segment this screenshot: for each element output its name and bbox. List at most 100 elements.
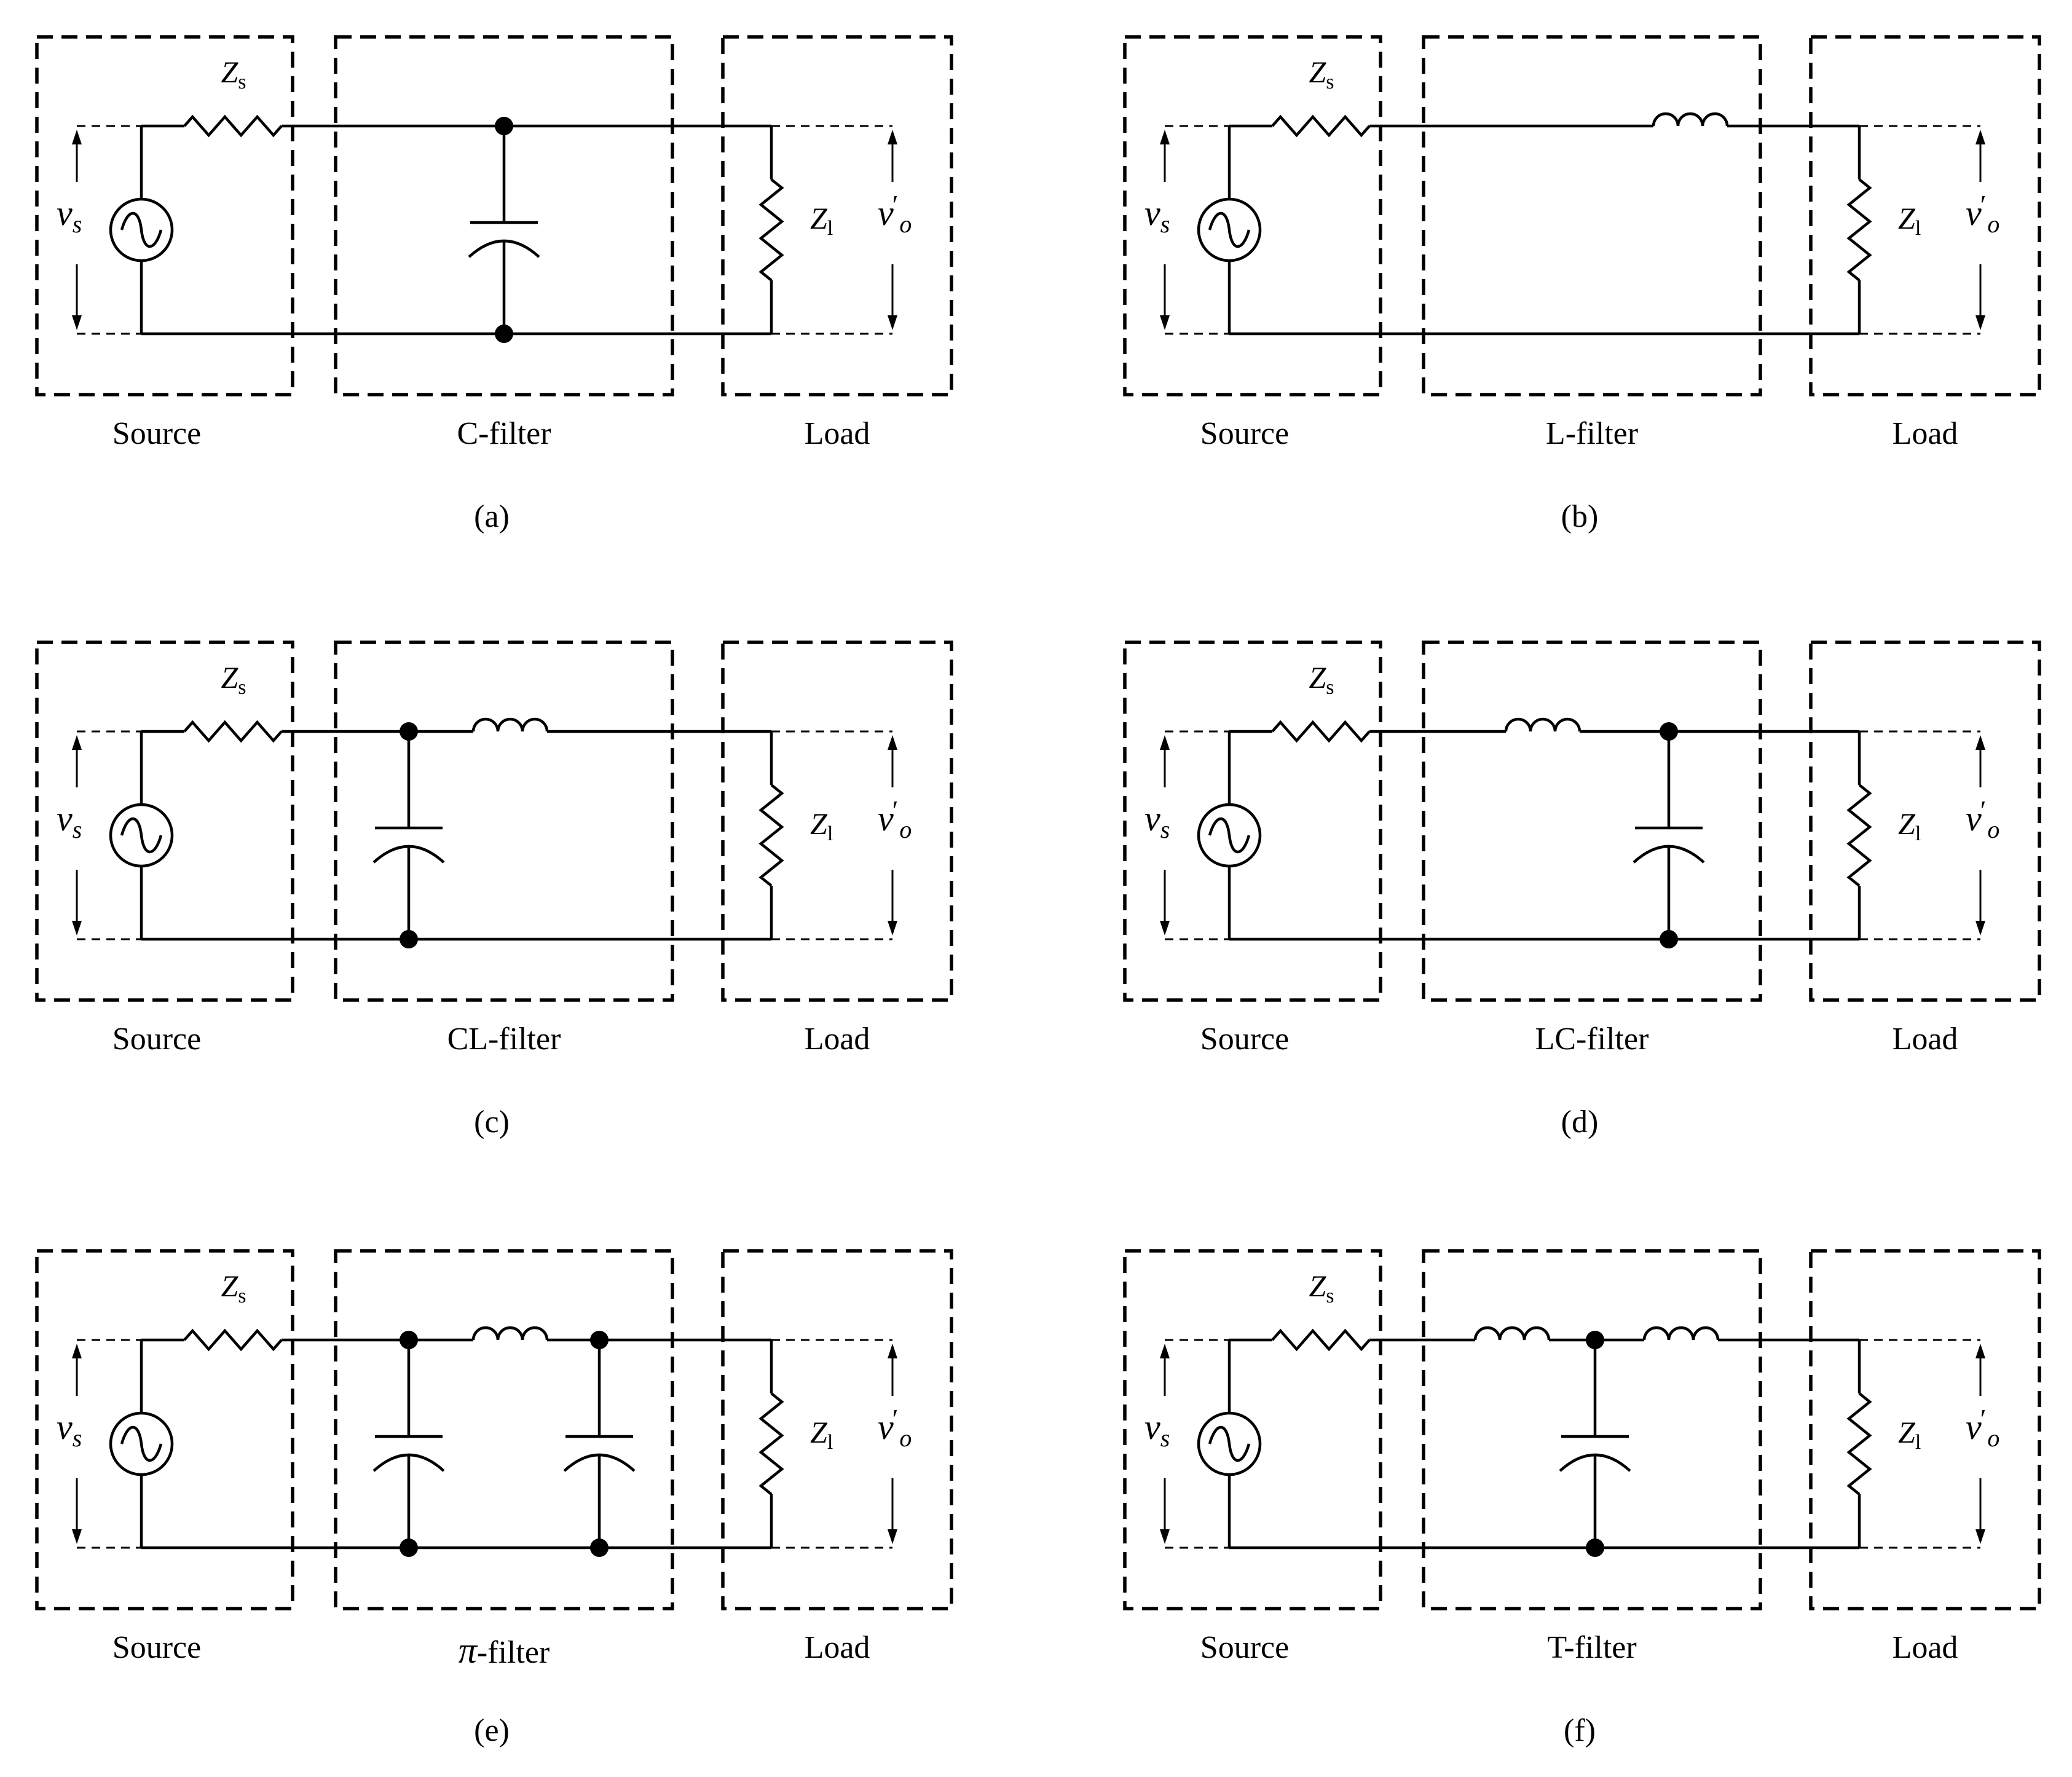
arrowhead-down-icon: [72, 921, 82, 936]
arrowhead-down-icon: [1160, 921, 1170, 936]
source-voltage-label: vs: [57, 1407, 82, 1451]
zs-subscript: s: [1326, 71, 1334, 93]
arrowhead-down-icon: [888, 921, 897, 936]
arrowhead-down-icon: [1160, 1529, 1170, 1544]
junction-dot: [1586, 1331, 1604, 1349]
source-section-label: Source: [112, 418, 201, 450]
source-section-box: [35, 640, 294, 1002]
source-voltage-label: vs: [57, 798, 82, 842]
source-voltage-label: vs: [1144, 193, 1170, 237]
vs-symbol: v: [57, 798, 73, 838]
arrowhead-down-icon: [888, 315, 897, 330]
source-voltage-label: vs: [57, 195, 82, 237]
junction-dot: [495, 325, 513, 343]
vo-symbol: v: [878, 798, 894, 838]
caption-text: (a): [474, 499, 510, 534]
output-voltage-label: v′o: [878, 192, 912, 237]
source-impedance-resistor: [183, 114, 283, 138]
filter-label-text: -filter: [476, 1635, 550, 1670]
panel-caption: (e): [474, 1715, 510, 1747]
sine-wave-icon: [120, 211, 163, 248]
filter-label-text: CL-filter: [447, 1022, 561, 1057]
source-impedance-resistor: [1271, 720, 1371, 743]
source-section-box: [35, 1249, 294, 1610]
zs-symbol: Z: [221, 55, 238, 89]
load-label-text: Load: [1892, 416, 1958, 451]
filter-label-text: C-filter: [457, 416, 551, 451]
arrowhead-up-icon: [1975, 735, 1985, 750]
load-section-box: [721, 640, 953, 1002]
source-label-text: Source: [1200, 1022, 1290, 1057]
sine-wave-icon: [1208, 1425, 1251, 1462]
arrowhead-down-icon: [1975, 921, 1985, 936]
vo-symbol: v: [878, 1407, 894, 1447]
filter-section-box: [334, 35, 674, 396]
load-resistor: [758, 784, 784, 887]
zl-symbol: Z: [1898, 1415, 1915, 1449]
junction-dot: [400, 722, 418, 741]
load-resistor: [1846, 178, 1872, 282]
vs-subscript: s: [1160, 816, 1170, 843]
vo-symbol: v: [1966, 798, 1982, 838]
zl-symbol: Z: [810, 201, 827, 235]
vo-symbol: v: [1966, 193, 1982, 233]
panel-caption: (f): [1564, 1715, 1596, 1747]
vo-prime: ′: [1980, 795, 1987, 825]
panel-caption: (a): [474, 501, 510, 533]
filter-section-label: T-filter: [1547, 1632, 1636, 1664]
load-label-text: Load: [804, 1022, 870, 1057]
arrowhead-down-icon: [1160, 315, 1170, 330]
arrowhead-down-icon: [1975, 315, 1985, 330]
source-section-box: [1123, 35, 1382, 396]
vs-symbol: v: [1144, 193, 1160, 233]
junction-dot: [495, 117, 513, 135]
output-voltage-label: v′o: [878, 797, 912, 842]
junction-dot: [590, 1331, 609, 1349]
filter-section-box: [1422, 35, 1762, 396]
zs-subscript: s: [1326, 1285, 1334, 1307]
arrowhead-up-icon: [888, 735, 897, 750]
zs-subscript: s: [238, 676, 246, 699]
vo-symbol: v: [1966, 1407, 1982, 1447]
filter-section-box: [334, 640, 674, 1002]
caption-text: (d): [1561, 1105, 1599, 1140]
arrowhead-down-icon: [888, 1529, 897, 1544]
caption-text: (b): [1561, 499, 1599, 534]
zl-symbol: Z: [1898, 201, 1915, 235]
zs-symbol: Z: [1309, 55, 1326, 89]
source-section-label: Source: [112, 1632, 201, 1664]
zs-subscript: s: [238, 71, 246, 93]
filter-section-label: L-filter: [1546, 418, 1638, 450]
zl-subscript: l: [827, 1431, 833, 1454]
arrowhead-up-icon: [72, 735, 82, 750]
source-label-text: Source: [112, 416, 202, 451]
filter-section-box: [1422, 640, 1762, 1002]
source-section-label: Source: [112, 1023, 201, 1055]
panel-caption: (c): [474, 1106, 510, 1138]
vo-prime: ′: [892, 190, 899, 220]
arrowhead-up-icon: [1975, 1344, 1985, 1358]
load-section-box: [1809, 1249, 2041, 1610]
filter-label-text: L-filter: [1545, 416, 1639, 451]
zl-symbol: Z: [1898, 806, 1915, 841]
sine-wave-icon: [120, 1425, 163, 1462]
filter-section-box: [334, 1249, 674, 1610]
vs-subscript: s: [72, 210, 82, 238]
vs-symbol: v: [1144, 1407, 1160, 1447]
circuit-schematic: [35, 640, 953, 1002]
load-section-box: [1809, 35, 2041, 396]
zl-subscript: l: [1915, 822, 1921, 845]
zs-symbol: Z: [221, 660, 238, 695]
vs-symbol: v: [57, 1407, 73, 1447]
load-label-text: Load: [804, 416, 870, 451]
junction-dot: [400, 930, 418, 948]
vs-symbol: v: [1144, 798, 1160, 838]
load-resistor: [758, 178, 784, 282]
caption-text: (c): [474, 1105, 510, 1140]
vs-subscript: s: [1160, 1424, 1170, 1452]
zs-subscript: s: [238, 1285, 246, 1307]
load-label-text: Load: [804, 1630, 870, 1665]
source-impedance-label: Zs: [221, 660, 246, 698]
